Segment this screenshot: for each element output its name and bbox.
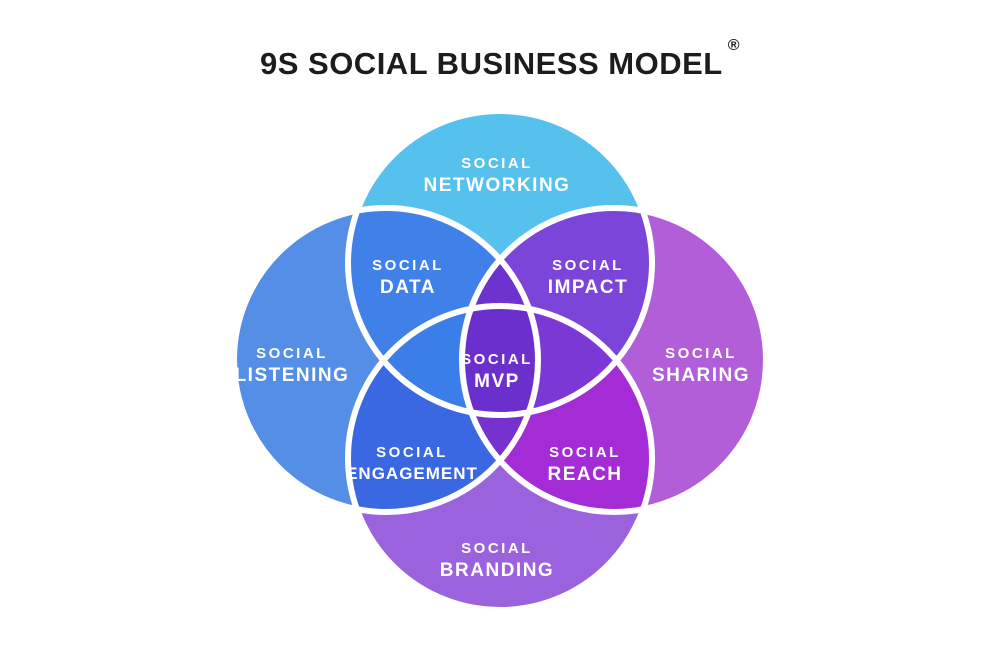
page-title: 9S SOCIAL BUSINESS MODEL® [259, 37, 740, 82]
label-line1: SOCIAL [549, 443, 621, 461]
label-line1: SOCIAL [256, 344, 328, 362]
label-social-networking: SOCIAL NETWORKING [424, 155, 571, 197]
label-line1: SOCIAL [461, 539, 533, 557]
label-line2: MVP [474, 371, 520, 393]
outline-networking [345, 108, 655, 418]
label-line2: BRANDING [439, 560, 555, 582]
label-line1: SOCIAL [372, 256, 444, 274]
label-social-reach: SOCIAL REACH [547, 444, 622, 486]
outline-branding [345, 303, 655, 613]
label-line2: IMPACT [547, 277, 629, 299]
label-line1: SOCIAL [552, 256, 624, 274]
outline-sharing [459, 205, 769, 515]
label-line2: REACH [547, 464, 623, 486]
page-title-text: 9S SOCIAL BUSINESS MODEL [259, 46, 723, 81]
label-line1: SOCIAL [461, 350, 533, 368]
label-social-data: SOCIAL DATA [372, 257, 444, 299]
label-line2: LISTENING [234, 365, 350, 387]
label-social-engagement: SOCIAL ENGAGEMENT [346, 444, 478, 484]
label-social-sharing: SOCIAL SHARING [652, 345, 750, 387]
label-social-impact: SOCIAL IMPACT [548, 257, 628, 299]
region-right-lens [462, 306, 652, 415]
outline-listening [231, 205, 541, 515]
label-social-branding: SOCIAL BRANDING [440, 540, 554, 582]
region-left-lens [348, 306, 538, 415]
label-line2: NETWORKING [423, 175, 571, 197]
label-line1: SOCIAL [376, 444, 448, 462]
label-line2: DATA [380, 277, 436, 299]
label-line2: SHARING [651, 365, 751, 387]
label-social-mvp: SOCIAL MVP [461, 351, 533, 393]
label-line2: ENGAGEMENT [346, 464, 478, 484]
label-line1: SOCIAL [665, 344, 737, 362]
registered-trademark-icon: ® [727, 36, 741, 54]
label-social-listening: SOCIAL LISTENING [235, 345, 350, 387]
label-line1: SOCIAL [461, 154, 533, 172]
